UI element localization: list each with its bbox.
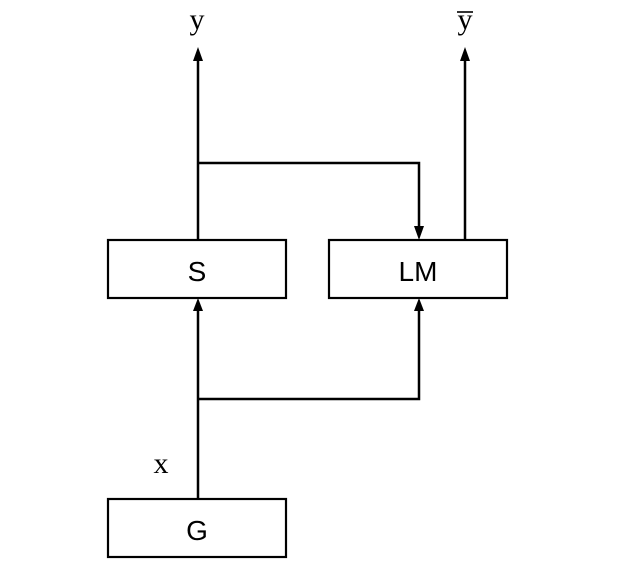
label-x: x (154, 447, 169, 480)
y-bar-letter: y (458, 3, 473, 36)
label-y: y (190, 3, 205, 36)
arrowhead-y-output (193, 47, 203, 61)
arrowheads (193, 47, 470, 311)
block-lm-label: LM (399, 256, 438, 287)
block-s: S (106, 238, 288, 300)
wire-x-branch-to-lm (198, 308, 421, 401)
arrowhead-into-lm-top (414, 226, 424, 240)
block-g-frame (106, 497, 288, 559)
block-s-frame (106, 238, 288, 300)
arrowhead-into-s (193, 298, 203, 311)
wire-s-branch-to-lm (198, 161, 421, 230)
block-g: G (106, 497, 288, 559)
block-s-label: S (188, 256, 207, 287)
block-g-label: G (186, 515, 208, 546)
arrowhead-ybar-output (460, 47, 470, 61)
label-y-bar: y (457, 3, 473, 36)
block-lm: LM (327, 238, 509, 300)
block-lm-frame (327, 238, 509, 300)
arrowhead-into-lm-bottom (414, 298, 424, 311)
connector-wires (196, 58, 467, 498)
